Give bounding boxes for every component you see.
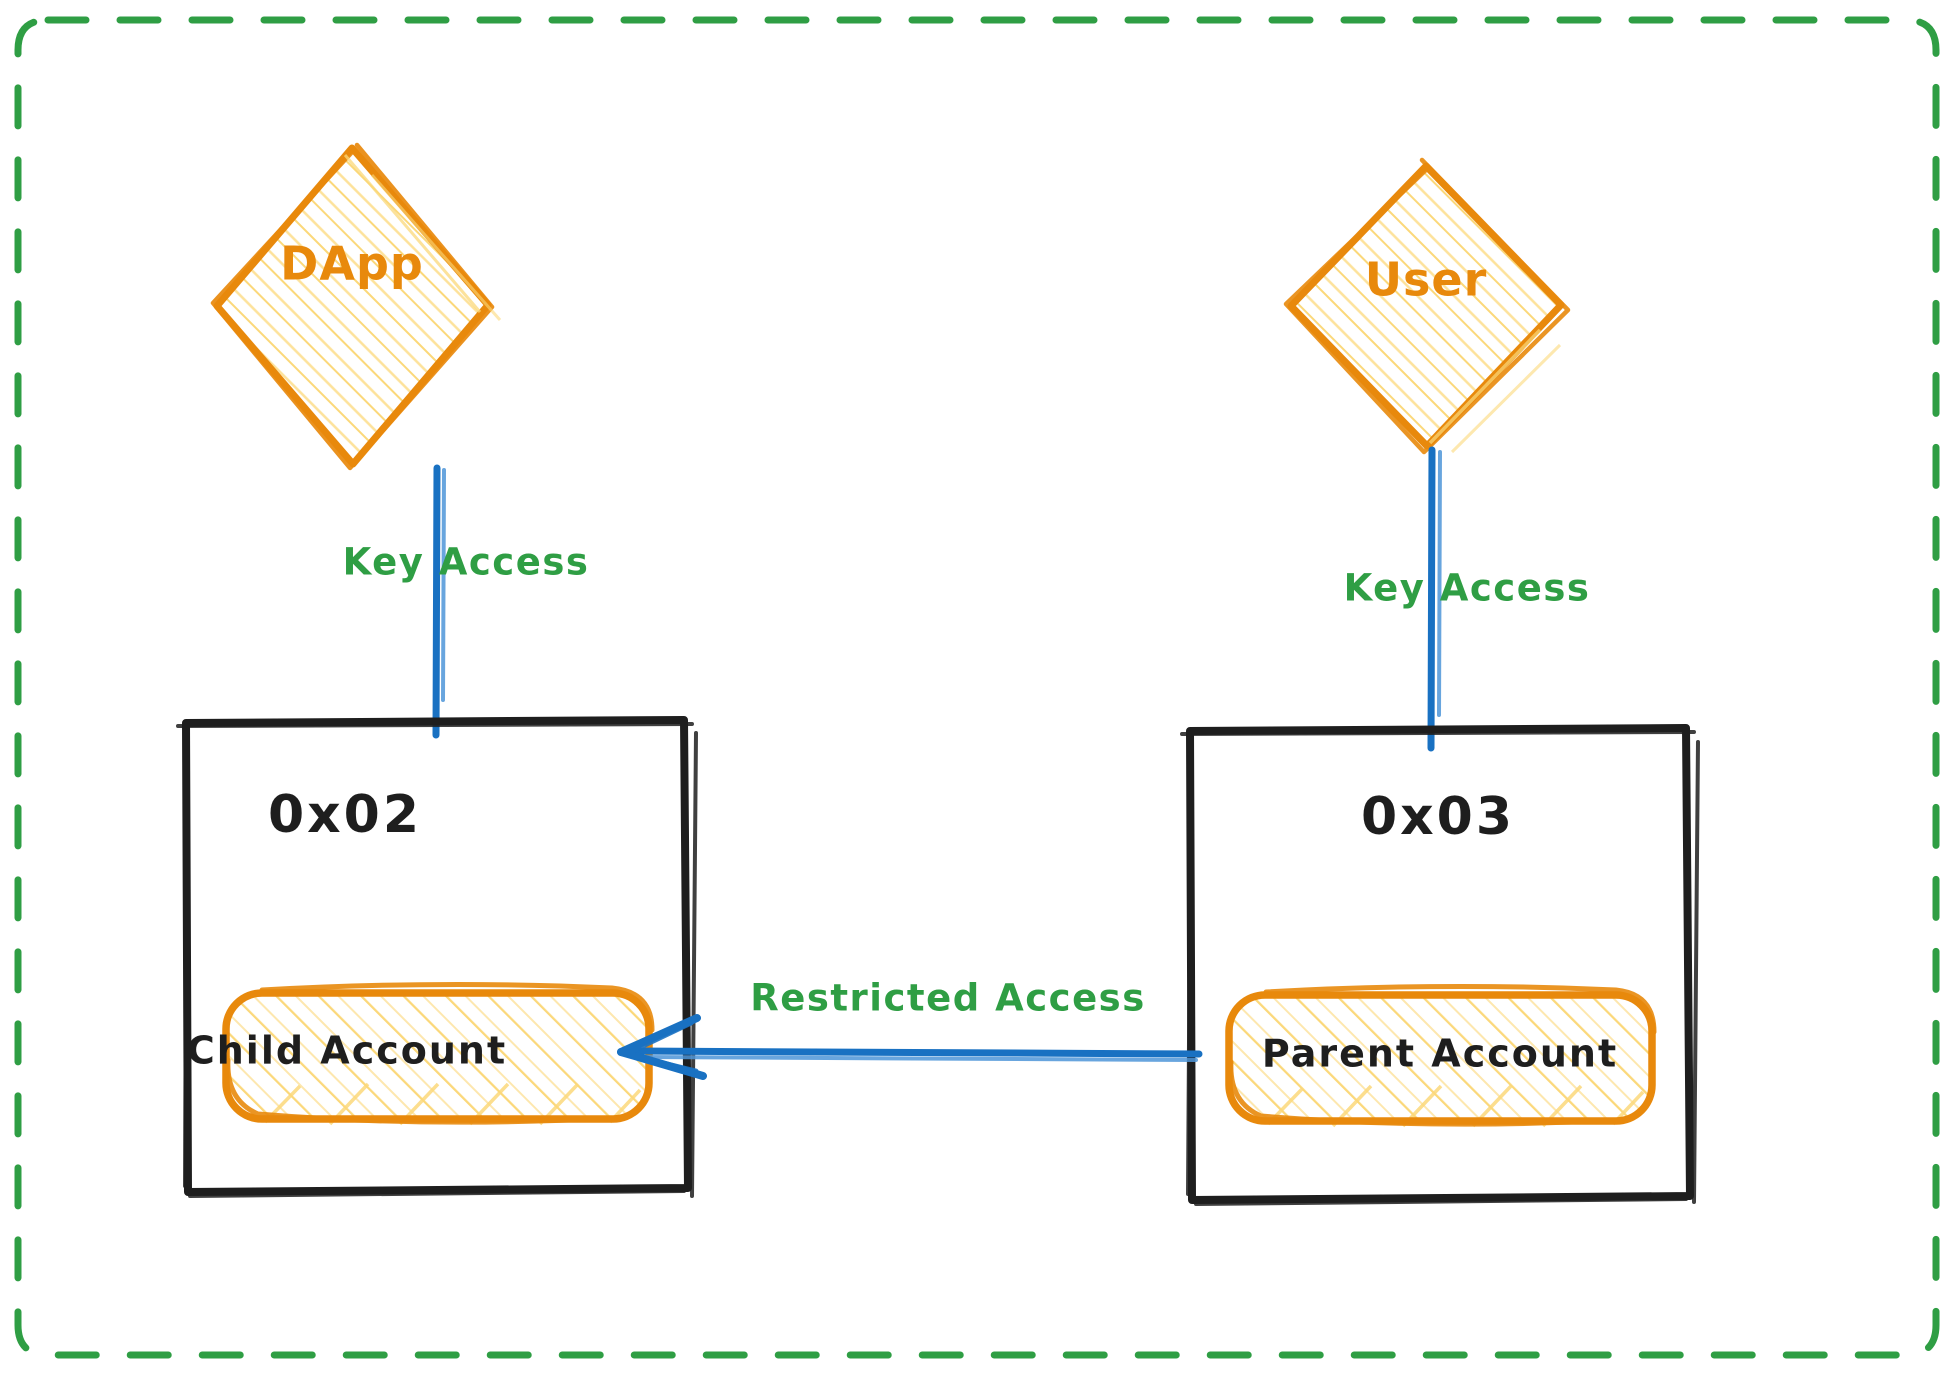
node-acct02[interactable]: 0x02 [176,716,698,1198]
node-acct02-label: 0x02 [268,785,422,845]
edge-label-key-access-left: Key Access [343,541,590,584]
edge-label-restricted-access: Restricted Access [750,977,1145,1020]
node-acct03-label: 0x03 [1361,787,1515,847]
edge-parent-to-child[interactable] [617,1014,1203,1080]
node-user[interactable]: User [1283,157,1571,455]
node-parent-account-label: Parent Account [1262,1032,1618,1076]
node-parent-account[interactable]: Parent Account [1225,983,1657,1128]
edge-user-to-acct03[interactable] [1427,446,1442,752]
node-dapp[interactable]: DApp [210,142,502,471]
dashed-frame [14,16,1940,1359]
node-acct03[interactable]: 0x03 [1180,724,1700,1206]
node-dapp-label: DApp [280,237,424,291]
node-child-account-label: Child Account [187,1029,507,1073]
node-user-label: User [1365,253,1488,307]
edge-dapp-to-acct02[interactable] [432,464,446,739]
edge-label-key-access-right: Key Access [1344,567,1591,610]
node-child-account[interactable]: Child Account [187,981,655,1126]
